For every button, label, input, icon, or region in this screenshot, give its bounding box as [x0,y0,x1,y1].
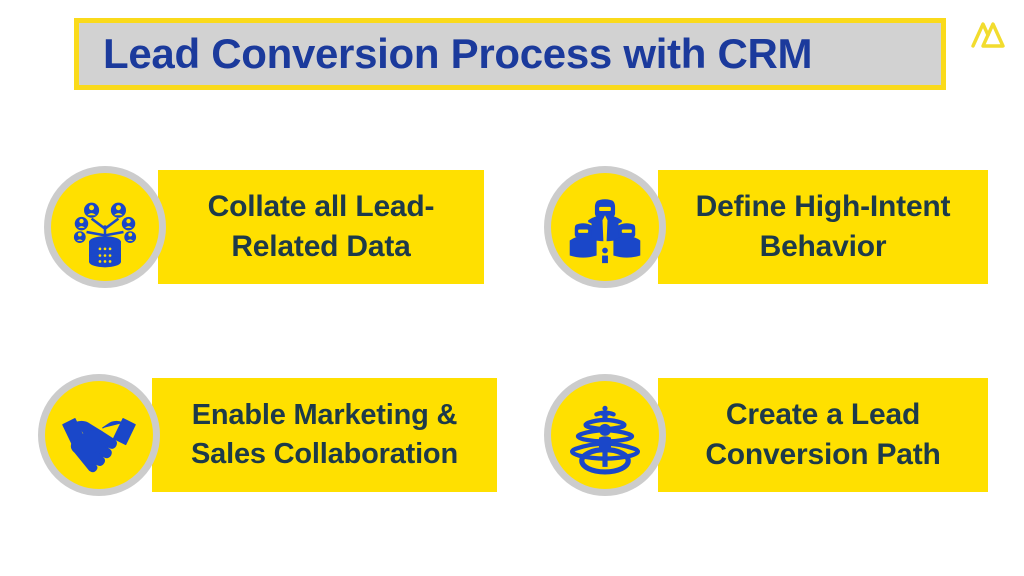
step-label: Enable Marketing & Sales Collaboration [191,399,458,470]
data-collection-icon [44,166,166,288]
step-item-create-conversion-path[interactable]: Create a Lead Conversion Path [544,374,988,496]
conversion-path-icon [544,374,666,496]
step-label-box: Create a Lead Conversion Path [658,378,988,492]
page-title: Lead Conversion Process with CRM [103,30,813,77]
step-label: Create a Lead Conversion Path [705,398,941,471]
step-item-enable-marketing-sales[interactable]: Enable Marketing & Sales Collaboration [38,374,497,496]
step-label-box: Collate all Lead-Related Data [158,170,484,284]
step-label: Define High-Intent Behavior [695,190,951,263]
step-label: Collate all Lead-Related Data [207,190,435,263]
title-banner: Lead Conversion Process with CRM [74,18,946,90]
team-group-icon [544,166,666,288]
step-item-collate-lead-data[interactable]: Collate all Lead-Related Data [44,166,484,288]
step-item-define-high-intent-behavior[interactable]: Define High-Intent Behavior [544,166,988,288]
handshake-icon [38,374,160,496]
mountain-logo-icon [964,10,1012,58]
steps-grid: Collate all Lead-Related Data [0,150,1024,540]
step-label-box: Define High-Intent Behavior [658,170,988,284]
step-label-box: Enable Marketing & Sales Collaboration [152,378,497,492]
